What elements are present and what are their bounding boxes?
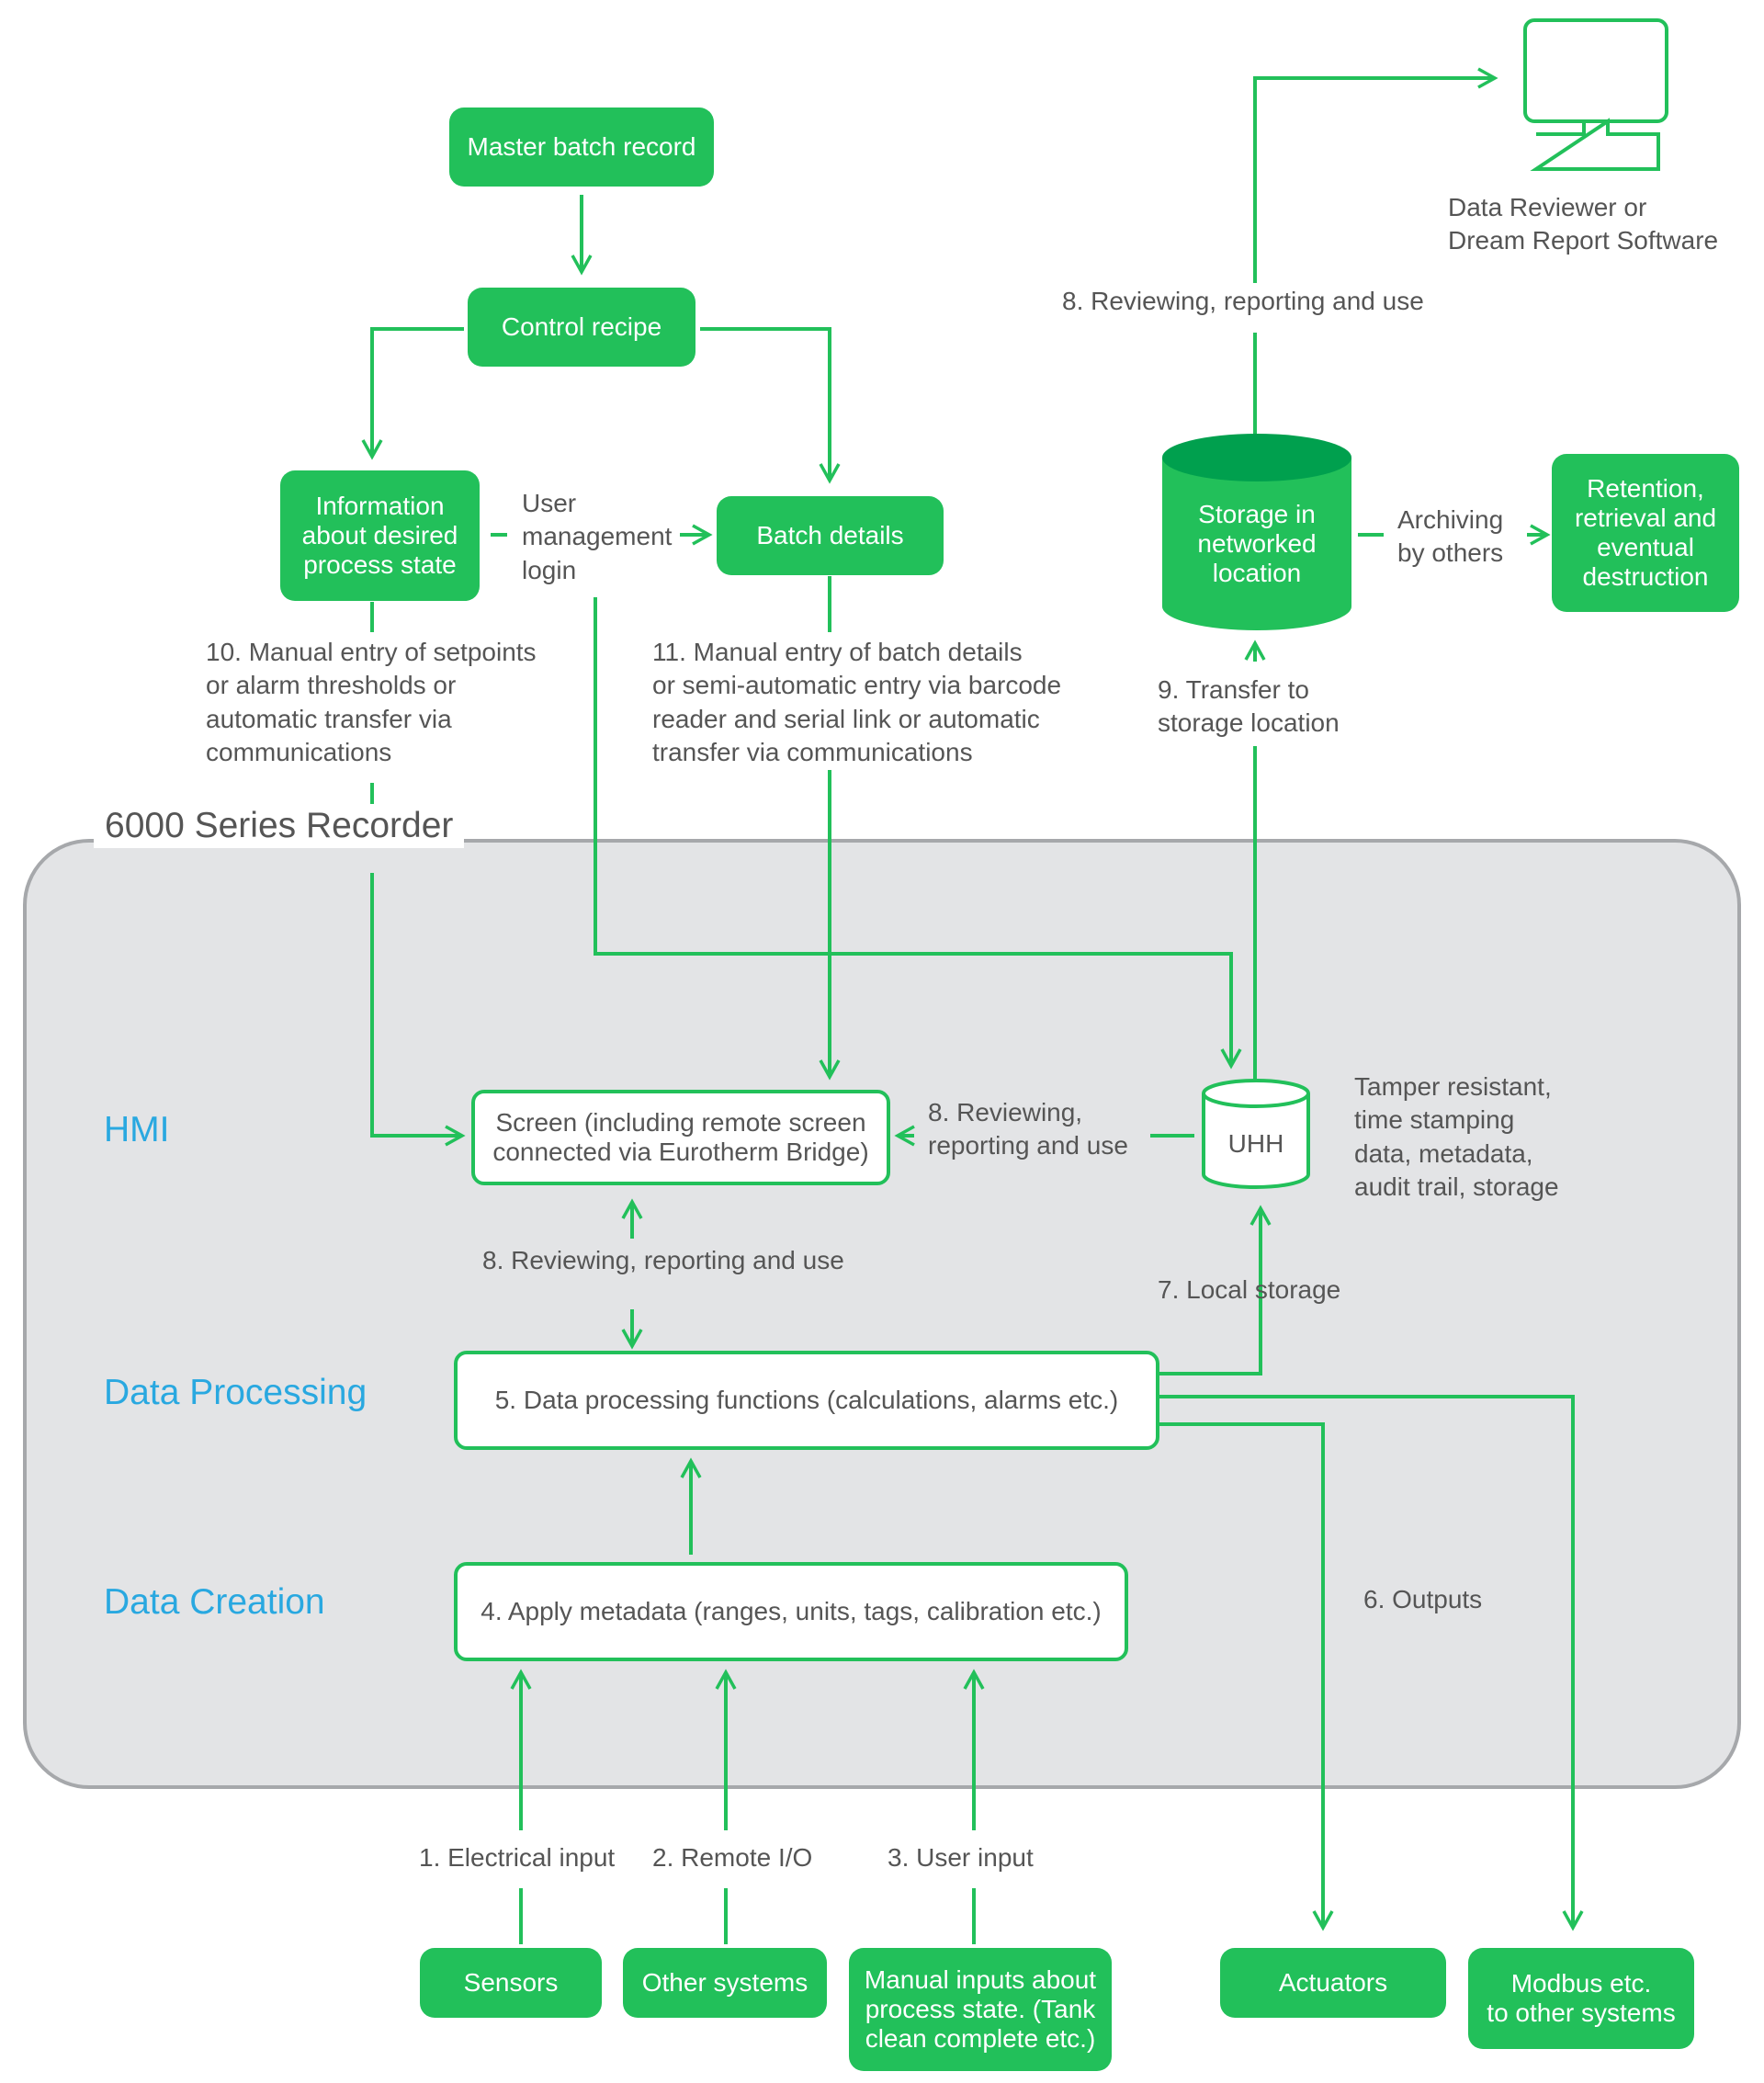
uhh-cylinder <box>1202 1079 1310 1189</box>
edge-proc-to-uhh <box>1158 1205 1272 1375</box>
reviewing-screen-label: 8. Reviewing, reporting and use <box>482 1246 844 1274</box>
uhh-note: Tamper resistant, time stamping data, me… <box>1354 1072 1559 1202</box>
edge-recipe-to-info <box>361 327 464 460</box>
manual-batch-label: 11. Manual entry of batch details or sem… <box>652 638 1062 767</box>
edge-recipe-to-batch <box>700 327 841 484</box>
database-icon <box>1162 434 1351 630</box>
edge-reviewer-up <box>1253 67 1498 283</box>
edge-proc-to-modbus <box>1158 1395 1584 1931</box>
layer-hmi-label: HMI <box>104 1110 170 1149</box>
batch-details-node: Batch details <box>717 496 944 575</box>
edge-info-to-screen <box>370 873 466 1147</box>
storage-networked-label: Storage in networked location <box>1197 500 1317 587</box>
electrical-input-label: 1. Electrical input <box>419 1843 616 1872</box>
recorder-panel <box>23 839 1741 1789</box>
edge-login-to-uhh <box>594 597 1242 1070</box>
apply-metadata-node: 4. Apply metadata (ranges, units, tags, … <box>454 1562 1128 1661</box>
data-processing-node: 5. Data processing functions (calculatio… <box>454 1351 1159 1450</box>
actuators-node: Actuators <box>1220 1948 1446 2018</box>
screen-node: Screen (including remote screen connecte… <box>471 1090 890 1185</box>
sensors-node: Sensors <box>420 1948 602 2018</box>
user-login-label: User management login <box>522 489 673 584</box>
uhh-label: UHH <box>1227 1129 1284 1158</box>
monitor-icon <box>1523 18 1668 171</box>
manual-setpoints-label: 10. Manual entry of setpoints or alarm t… <box>206 638 537 767</box>
reviewing-uhh-label: 8. Reviewing, reporting and use <box>928 1098 1128 1160</box>
edge-proc-to-actuators <box>1158 1422 1334 1931</box>
recorder-title: 6000 Series Recorder <box>94 805 465 848</box>
layer-creation-label: Data Creation <box>104 1582 325 1622</box>
remote-io-label: 2. Remote I/O <box>652 1843 813 1872</box>
outputs-label: 6. Outputs <box>1363 1585 1483 1613</box>
other-systems-node: Other systems <box>623 1948 827 2018</box>
archiving-label: Archiving by others <box>1397 505 1504 568</box>
retention-node: Retention, retrieval and eventual destru… <box>1552 454 1739 612</box>
control-recipe-node: Control recipe <box>468 288 695 367</box>
modbus-node: Modbus etc. to other systems <box>1468 1948 1694 2049</box>
layer-processing-label: Data Processing <box>104 1373 368 1412</box>
transfer-storage-label: 9. Transfer to storage location <box>1158 675 1340 738</box>
reviewing-top-label: 8. Reviewing, reporting and use <box>1062 287 1424 315</box>
local-storage-label: 7. Local storage <box>1158 1275 1341 1304</box>
user-input-label: 3. User input <box>888 1843 1034 1872</box>
process-state-info-node: Information about desired process state <box>280 470 480 601</box>
data-reviewer-label: Data Reviewer or Dream Report Software <box>1448 193 1719 255</box>
manual-inputs-node: Manual inputs about process state. (Tank… <box>849 1948 1112 2071</box>
master-batch-record-node: Master batch record <box>449 108 714 187</box>
